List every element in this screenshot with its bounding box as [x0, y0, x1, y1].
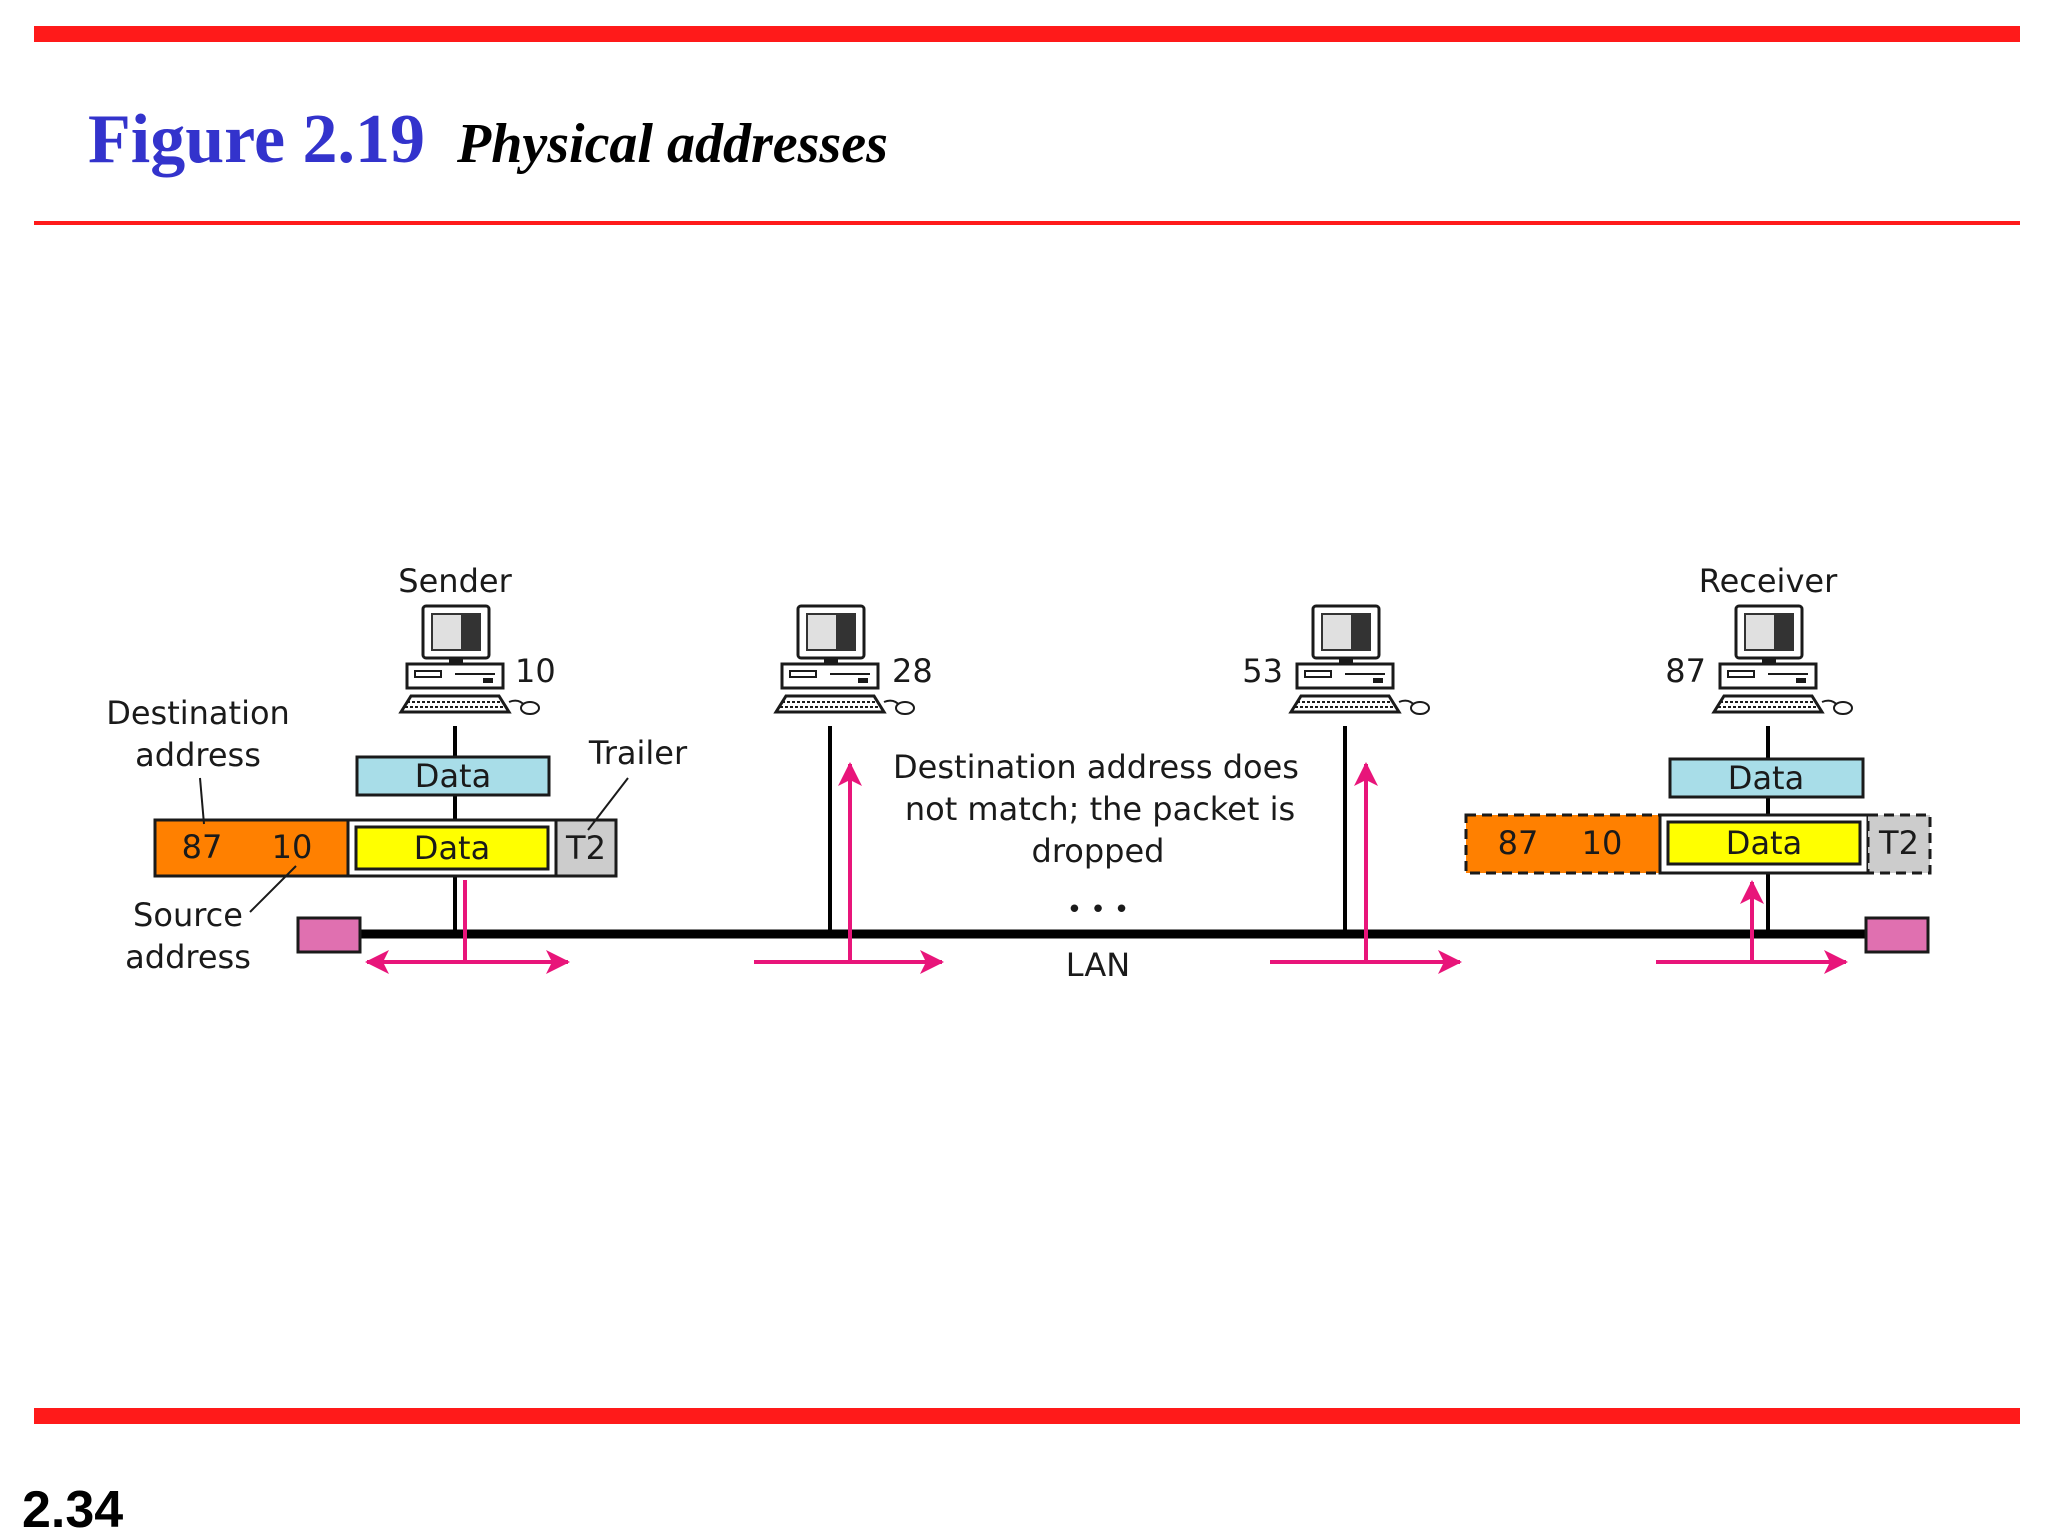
receiver-dest-address: 87 [1498, 824, 1539, 862]
receiver-frame: Data 87 10 Data T2 [1464, 757, 1932, 875]
bottom-rule [34, 1408, 2020, 1424]
dropped-note-line1: Destination address does [893, 748, 1299, 786]
sender-label: Sender [398, 562, 512, 600]
receiver-label: Receiver [1699, 562, 1838, 600]
destination-address-label-line2: address [135, 736, 261, 774]
receiver-header-box [1464, 813, 1662, 875]
trailer-leader [587, 777, 629, 831]
sender-payload-label: Data [415, 757, 491, 795]
address-53: 53 [1242, 652, 1283, 690]
trailer-label: Trailer [588, 734, 688, 772]
receiver-payload-box [1668, 757, 1865, 799]
figure-number: Figure 2.19 [88, 101, 426, 178]
sender-data-label: Data [414, 829, 490, 867]
dropped-note-line3: dropped [1032, 832, 1165, 870]
receiver-src-address: 10 [1582, 824, 1623, 862]
slide-number: 2.34 [22, 1481, 124, 1539]
sender-trailer-box [554, 818, 618, 878]
address-28: 28 [892, 652, 933, 690]
slide-title: Figure 2.19 Physical addresses [88, 100, 888, 180]
title-underline [34, 221, 2020, 225]
destination-address-leader [199, 777, 205, 825]
source-address-label-line1: Source [133, 896, 243, 934]
source-address-label-line2: address [125, 938, 251, 976]
receiver-trailer-box [1866, 813, 1932, 875]
sender-dest-address: 87 [182, 828, 223, 866]
receiver-payload-label: Data [1728, 759, 1804, 797]
sender-data-box [354, 825, 550, 871]
computer-53-icon [1289, 604, 1431, 716]
receiver-trailer-label: T2 [1878, 824, 1919, 862]
figure-caption: Physical addresses [457, 113, 888, 175]
address-87: 87 [1665, 652, 1706, 690]
signal-arrows [365, 762, 1848, 974]
receiver-data-label: Data [1726, 824, 1802, 862]
sender-frame: Data 87 10 Data T2 [153, 755, 618, 878]
receiver-data-box [1666, 820, 1862, 866]
computer-receiver-icon [1712, 604, 1854, 716]
sender-payload-box [355, 755, 551, 797]
sender-header-box [153, 818, 350, 878]
sender-src-address: 10 [272, 828, 313, 866]
bus-terminator-left [296, 916, 362, 954]
bus-terminator-right [1864, 916, 1930, 954]
destination-address-label-line1: Destination [106, 694, 290, 732]
ellipsis: • • • [1067, 895, 1130, 925]
sender-trailer-label: T2 [565, 829, 606, 867]
source-address-leader [249, 865, 297, 913]
dropped-note-line2: not match; the packet is [905, 790, 1295, 828]
top-rule [34, 26, 2020, 42]
address-sender: 10 [515, 652, 556, 690]
lan-label: LAN [1066, 946, 1130, 984]
